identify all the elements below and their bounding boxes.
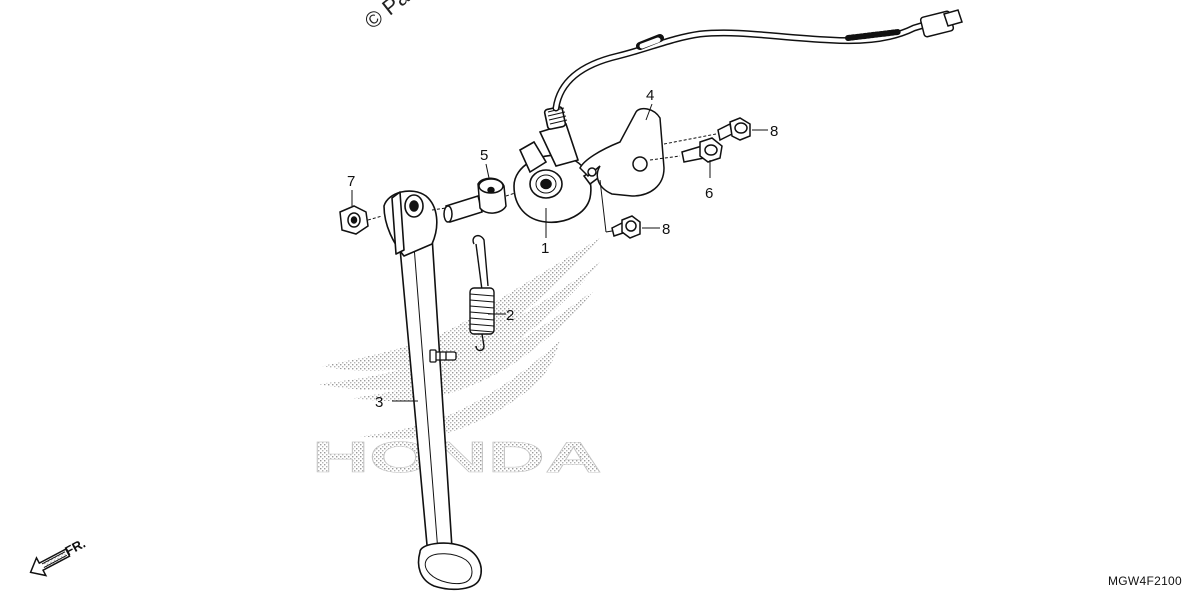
bolt-center: [649, 137, 723, 163]
side-stand: [383, 190, 482, 591]
switch-wire-harness: [552, 9, 963, 112]
callout-6: 6: [705, 185, 713, 202]
copyright-watermark: © Pa: [360, 0, 415, 34]
callout-7: 7: [347, 173, 355, 190]
callout-2: 2: [506, 307, 514, 324]
flange-nut: [339, 205, 383, 235]
pivot-bolt: [431, 177, 519, 223]
spring-pin: [429, 349, 457, 363]
callout-3: 3: [375, 394, 383, 411]
diagram-code: MGW4F2100: [1107, 574, 1182, 588]
side-stand-switch: [513, 106, 608, 223]
callout-4: 4: [646, 87, 654, 104]
callout-1: 1: [541, 240, 549, 257]
honda-wing-logo: [318, 238, 600, 439]
front-arrow-icon: [29, 548, 71, 577]
stand-spring: [469, 234, 495, 352]
callout-8-lower: 8: [662, 221, 670, 238]
bolt-upper: [663, 117, 768, 145]
honda-logo-text: HONDA: [312, 433, 602, 482]
callout-8-upper: 8: [770, 123, 778, 140]
switch-cover-plate: [579, 107, 665, 233]
leader-lines: [351, 103, 711, 402]
callout-5: 5: [480, 147, 488, 164]
bolt-lower: [611, 215, 660, 239]
